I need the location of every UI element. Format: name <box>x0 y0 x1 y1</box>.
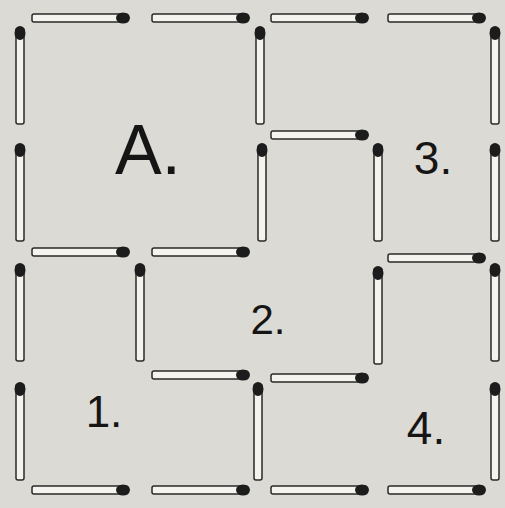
match <box>32 485 130 496</box>
vertical-matches <box>15 26 501 480</box>
match <box>32 13 130 24</box>
match <box>373 266 384 364</box>
match <box>388 253 486 264</box>
match <box>15 263 26 361</box>
match <box>490 143 501 241</box>
region-number: 4. <box>407 405 445 451</box>
region-number: A. <box>115 115 181 185</box>
match <box>490 263 501 361</box>
region-number: 2. <box>250 299 285 341</box>
match <box>135 263 146 361</box>
match <box>15 26 26 124</box>
match <box>373 143 384 241</box>
match <box>257 143 268 241</box>
match <box>15 143 26 241</box>
match <box>152 485 250 496</box>
match <box>388 485 486 496</box>
horizontal-matches <box>32 13 486 496</box>
match <box>255 26 266 124</box>
match <box>15 382 26 480</box>
match <box>152 13 250 24</box>
region-number: 3. <box>414 135 452 181</box>
match <box>253 382 264 480</box>
match <box>271 373 369 384</box>
match <box>271 130 369 141</box>
region-number: 1. <box>86 390 123 434</box>
match <box>152 370 250 381</box>
match <box>32 247 130 258</box>
match <box>152 247 250 258</box>
match <box>490 382 501 480</box>
match <box>271 485 369 496</box>
match <box>271 13 369 24</box>
match <box>388 13 486 24</box>
match <box>490 26 501 124</box>
